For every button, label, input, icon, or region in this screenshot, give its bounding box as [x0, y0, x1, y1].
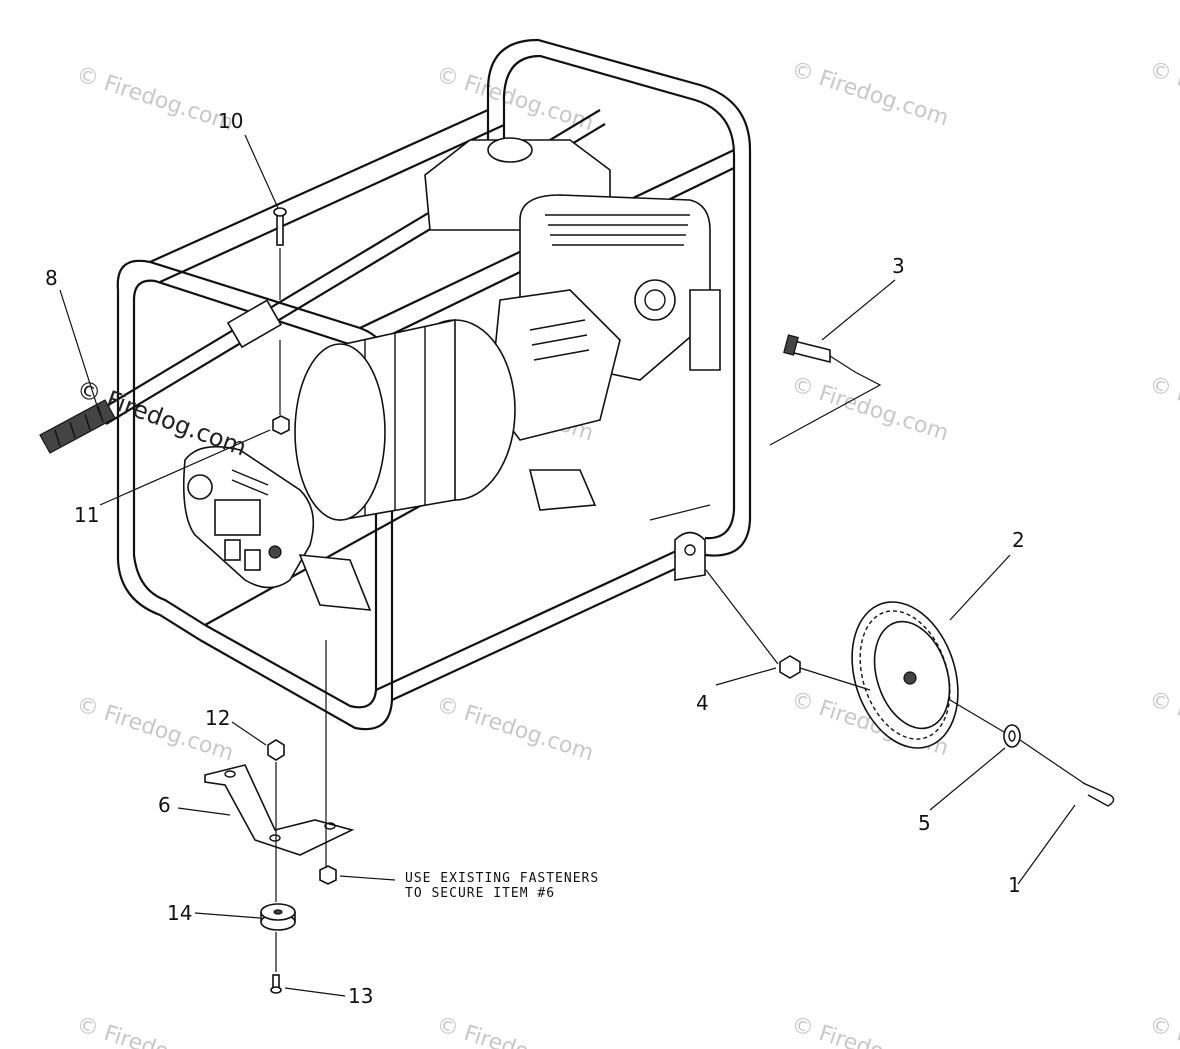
- callout-6: 6: [158, 793, 171, 817]
- watermark: © Firedog.com: [788, 1012, 951, 1049]
- support-bracket: [204, 764, 355, 856]
- flange-nut: [267, 739, 285, 761]
- callout-10: 10: [218, 109, 243, 133]
- bolt: [273, 207, 287, 246]
- watermark: © Firedog.com: [433, 692, 596, 766]
- watermark: © Firedog.com: [433, 62, 596, 136]
- watermark: © Firedog.com: [1146, 1012, 1180, 1049]
- watermark: © Firedog.com: [1146, 687, 1180, 761]
- screw: [270, 974, 282, 994]
- callout-1: 1: [1008, 873, 1021, 897]
- callout-5: 5: [918, 811, 931, 835]
- note-line-2: TO SECURE ITEM #6: [405, 886, 555, 901]
- nut: [319, 865, 337, 885]
- nut: [779, 655, 801, 679]
- rubber-foot: [260, 903, 296, 931]
- leader-lines: [59, 134, 1076, 997]
- center-lines: [275, 248, 1086, 972]
- watermark: © Firedog.com: [1146, 372, 1180, 446]
- engine-cover-grille: [545, 214, 690, 246]
- callout-8: 8: [45, 266, 58, 290]
- callout-4: 4: [696, 691, 709, 715]
- hair-pin: [1082, 782, 1115, 807]
- control-panel: [182, 445, 372, 611]
- engine: [424, 137, 721, 511]
- callout-12: 12: [205, 706, 230, 730]
- callout-11: 11: [74, 503, 99, 527]
- callout-numbers: 1 2 3 4 5 6 8 10 11 12 13 14: [45, 109, 1025, 1008]
- alternator: [294, 319, 516, 521]
- handle-grip: [39, 399, 116, 454]
- callout-3: 3: [892, 254, 905, 278]
- watermark: © Firedog.com: [73, 1012, 236, 1049]
- callout-13: 13: [348, 984, 373, 1008]
- wheel: [851, 601, 959, 749]
- watermark: © Firedog.com: [433, 1012, 596, 1049]
- nut: [272, 415, 290, 435]
- watermark: © Firedog.com: [73, 62, 236, 136]
- callout-2: 2: [1012, 528, 1025, 552]
- watermark: © Firedog.com: [788, 57, 951, 131]
- callout-14: 14: [167, 901, 192, 925]
- watermark: © Firedog.com: [1146, 57, 1180, 131]
- watermark: © Firedog.com: [788, 372, 951, 446]
- washer: [1003, 724, 1021, 748]
- note-line-1: USE EXISTING FASTENERS: [405, 871, 599, 886]
- fastener-note: USE EXISTING FASTENERS TO SECURE ITEM #6: [405, 871, 599, 901]
- axle-bolt: [783, 334, 831, 364]
